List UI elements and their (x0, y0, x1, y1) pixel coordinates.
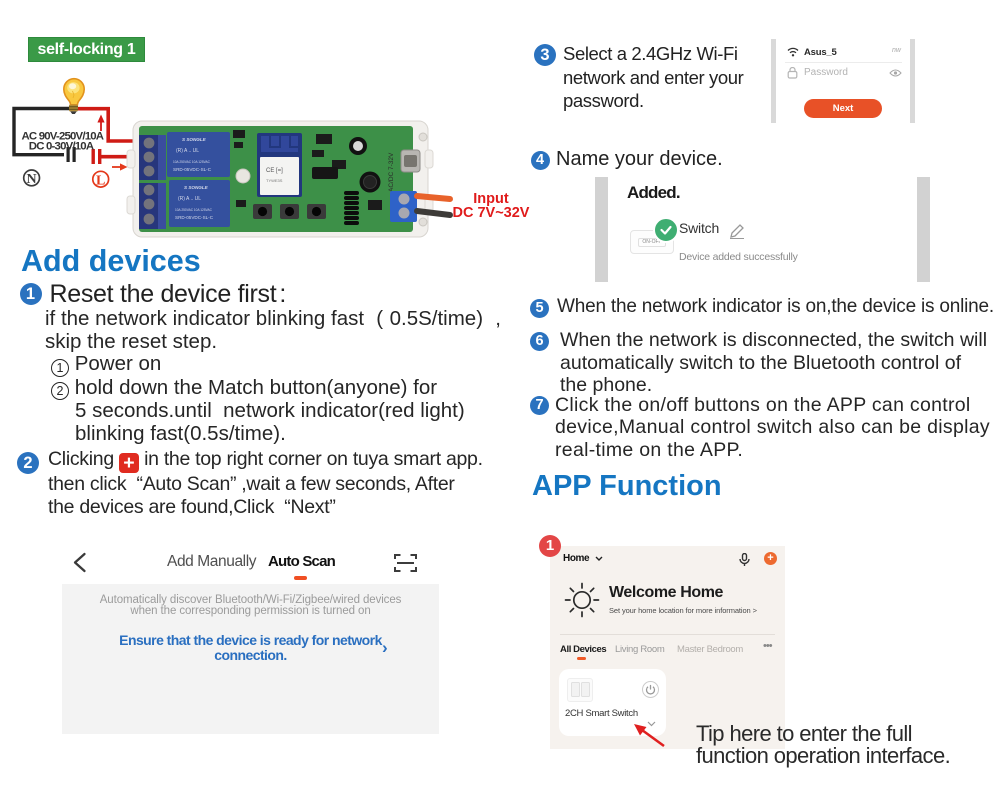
svg-text:SRD-05VDC-SL-C: SRD-05VDC-SL-C (173, 167, 212, 172)
svg-text:DC 0-30V/10A: DC 0-30V/10A (29, 141, 94, 153)
svg-text:10A 250VAC 10A 125VAC: 10A 250VAC 10A 125VAC (173, 160, 211, 164)
svg-text:SRD-05VDC-SL-C: SRD-05VDC-SL-C (175, 215, 214, 220)
svg-text:S SONGLE: S SONGLE (182, 137, 207, 142)
svg-text:10A 250VAC 10A 125VAC: 10A 250VAC 10A 125VAC (175, 208, 213, 212)
svg-text:CE [=]: CE [=] (266, 168, 283, 174)
svg-text:S SONGLE: S SONGLE (184, 185, 209, 190)
svg-text:N: N (27, 172, 37, 187)
svg-text:TYWE3S: TYWE3S (266, 178, 283, 183)
svg-text:L: L (96, 173, 105, 188)
svg-text:AC 90V-250V/10A: AC 90V-250V/10A (22, 130, 104, 142)
svg-text:(R) A .. UL: (R) A .. UL (178, 196, 201, 202)
svg-text:AC/DC 7-32V: AC/DC 7-32V (388, 152, 395, 192)
svg-text:(R) A .. UL: (R) A .. UL (176, 148, 199, 154)
